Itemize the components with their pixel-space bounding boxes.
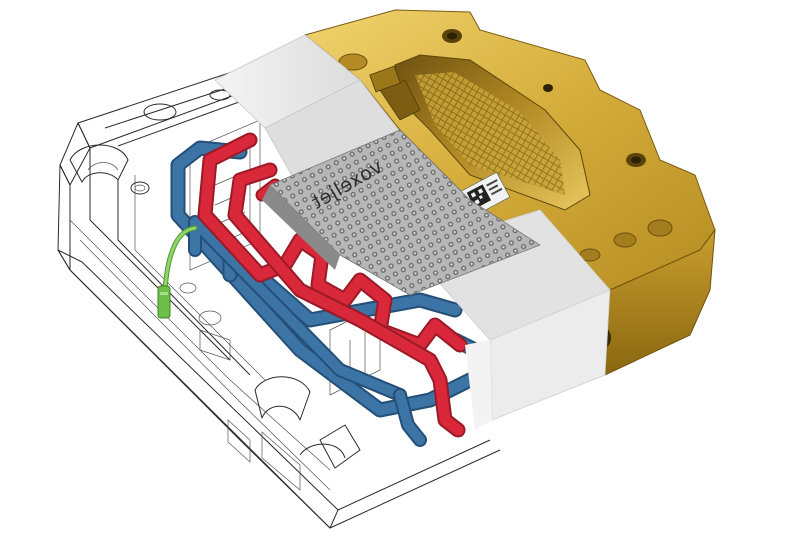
gold-housing bbox=[303, 9, 716, 378]
wireframe-body bbox=[57, 41, 501, 529]
green-fitting bbox=[157, 225, 198, 319]
section-bands bbox=[214, 34, 611, 430]
lattice-insert: voxeljet bbox=[262, 129, 541, 296]
